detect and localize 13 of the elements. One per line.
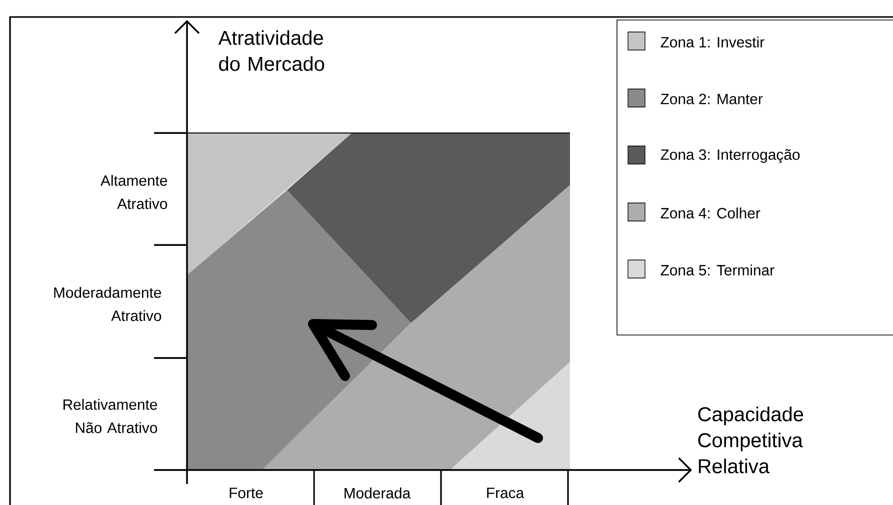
axis-label: Forte [230,488,263,498]
legend-text: Zona 2: Manter [660,94,763,104]
axis-label: Moderadamente Atrativo [54,286,162,322]
axis-label: Atratividade do Mercado [218,30,324,71]
axis-label: Capacidade Competitiva Relativa [698,406,804,474]
axis-label: Relativamente Não Atrativo [64,398,158,434]
axis-label: Fraca [487,488,524,498]
legend-text: Zona 3: Interrogação [660,149,800,163]
legend-text: Zona 1: Investir [660,36,764,48]
legend-text: Zona 4: Colher [660,208,760,218]
legend-text: Zona 5: Terminar [660,264,774,276]
axis-label: Moderada [344,488,411,498]
axis-label: Altamente Atrativo [100,174,168,210]
